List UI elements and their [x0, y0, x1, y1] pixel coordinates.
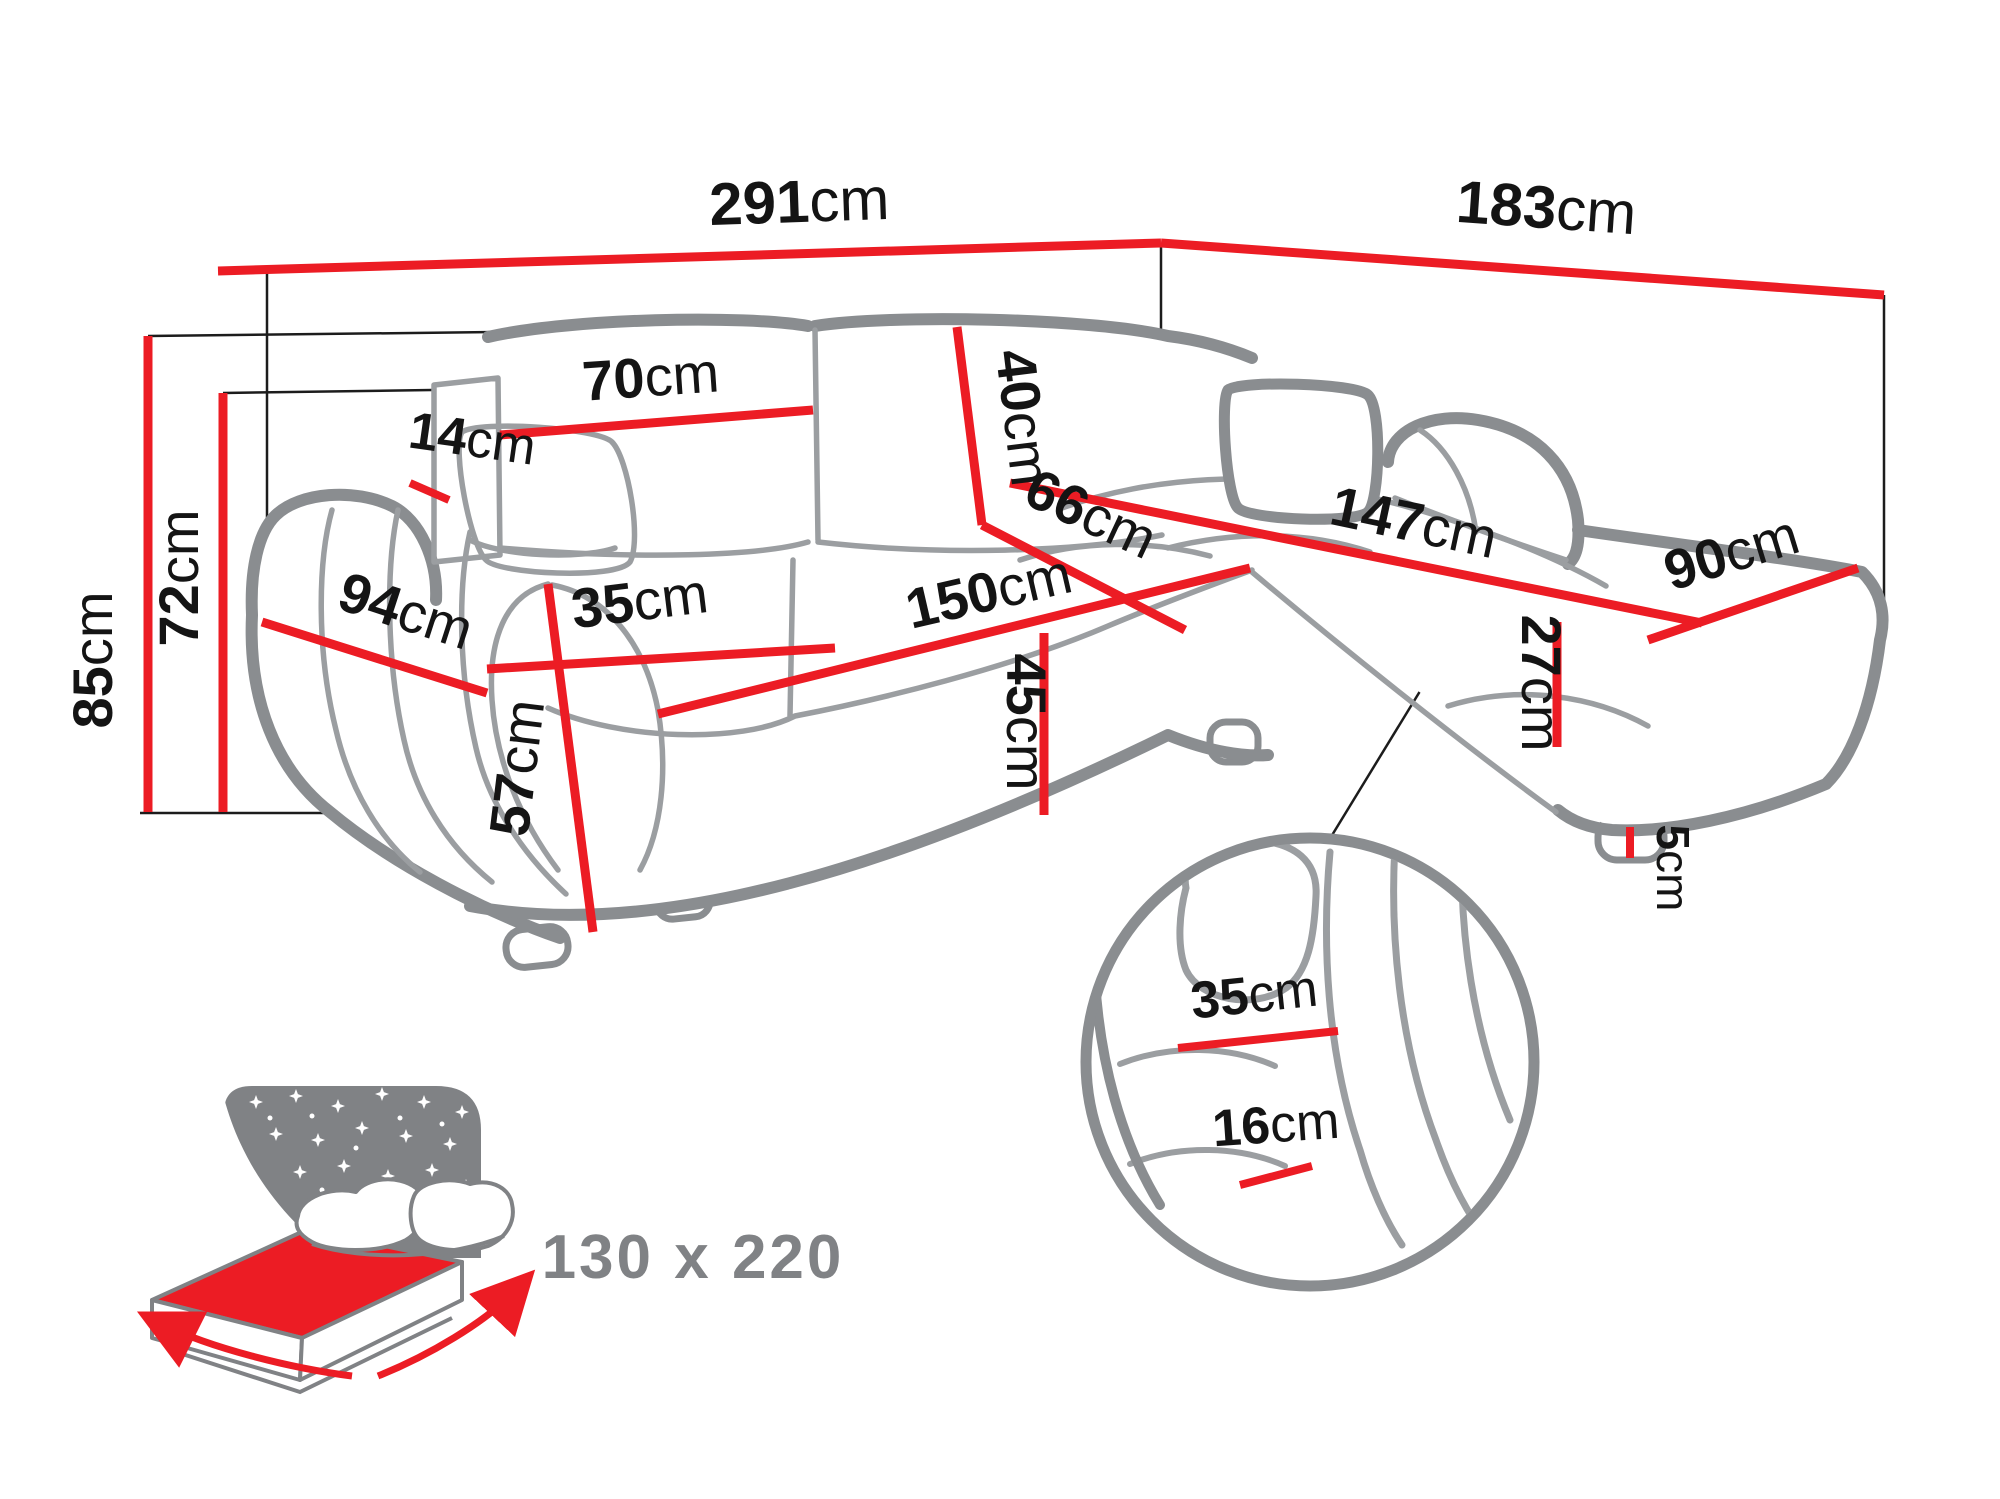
bed-size-arrows — [136, 1269, 536, 1380]
label-leg-height: 5cm — [1647, 825, 1699, 912]
back-cushion-bottom — [497, 532, 1165, 558]
dimension-labels: 291cm 183cm 85cm 72cm 70cm 14cm 40cm 66c… — [61, 165, 1806, 1159]
chaise-outline — [1552, 524, 1889, 837]
dimension-line-40 — [952, 326, 987, 526]
arm-front-roll-left — [488, 581, 561, 873]
dimension-line-291 — [217, 238, 1162, 276]
detail-zoom-circle — [1080, 832, 1540, 1292]
label-back-cushion-width: 70cm — [580, 340, 721, 412]
detail-channel-seam-2 — [1390, 843, 1492, 1244]
arrow-width — [136, 1311, 353, 1380]
label-seat-height: 45cm — [995, 654, 1058, 791]
pillows-duvet — [294, 1177, 515, 1258]
dimension-line-150 — [656, 563, 1252, 719]
detail-channel-seam-1 — [1322, 848, 1406, 1249]
armrest-outline — [245, 488, 566, 944]
sofa-outline — [245, 313, 1889, 944]
dimension-line-35-arm — [486, 643, 836, 674]
label-arm-top-width: 35cm — [568, 561, 712, 640]
label-back-side-panel: 14cm — [405, 402, 539, 477]
pillow-fold-line — [467, 537, 618, 558]
back-cushion-seam — [812, 327, 821, 543]
dimension-line-57 — [543, 583, 598, 933]
back-side-panel — [431, 375, 503, 565]
guide-cap-72-top — [222, 388, 433, 395]
panel-swoosh — [224, 1098, 336, 1258]
detail-line-35 — [1177, 1027, 1339, 1052]
dimension-line-90 — [1646, 563, 1860, 645]
label-chaise-width: 90cm — [1657, 502, 1806, 602]
sofa-bed-icon: 130 x 220 — [136, 1086, 845, 1395]
mattress-base-line — [169, 1316, 453, 1395]
label-backrest-height: 72cm — [147, 510, 210, 647]
label-detail-armrest-front-width: 16cm — [1210, 1092, 1341, 1159]
arm-channel-seam-1 — [318, 507, 423, 875]
dimension-line-94 — [260, 617, 489, 698]
dimension-line-14 — [408, 479, 451, 504]
label-chaise-side-height: 27cm — [1510, 615, 1573, 752]
dimension-line-66 — [979, 521, 1188, 634]
label-detail-armrest-top-width: 35cm — [1188, 960, 1321, 1031]
back-cushion-1-top — [482, 313, 814, 343]
chaise-bolster-outline — [1382, 412, 1585, 570]
dimension-lines — [143, 238, 1885, 1189]
arm-channel-seam-3 — [458, 529, 569, 897]
label-total-depth: 183cm — [1454, 168, 1638, 247]
dimension-line-70 — [499, 405, 814, 440]
dimension-line-147 — [1009, 478, 1703, 628]
label-chaise-length: 147cm — [1325, 474, 1503, 571]
label-total-width: 291cm — [708, 165, 890, 238]
dimension-line-183 — [1160, 238, 1885, 300]
label-total-height: 85cm — [61, 592, 124, 729]
stars — [249, 1087, 473, 1235]
seat-front-edge — [545, 567, 1255, 738]
detail-front-folds — [1117, 1046, 1288, 1169]
label-arm-front-height: 57cm — [477, 696, 556, 840]
detail-line-16 — [1238, 1162, 1314, 1189]
base-bottom-edge — [464, 729, 1274, 921]
back-cushion-2-top — [809, 313, 1258, 364]
arm-channel-seam-2 — [386, 507, 495, 885]
sleeping-area-size: 130 x 220 — [542, 1223, 845, 1292]
detail-channel-pocket — [1176, 843, 1320, 1004]
duvet-fold — [311, 1234, 505, 1258]
seat-cushion-seam — [787, 557, 796, 719]
guide-cap-85-top — [147, 330, 496, 338]
corner-throw-pillow — [1218, 378, 1384, 525]
label-back-cushion-drop: 40cm — [984, 346, 1063, 490]
chaise-left-edge — [1249, 569, 1559, 815]
arrow-length — [376, 1269, 536, 1380]
pillow-right — [408, 1178, 515, 1253]
